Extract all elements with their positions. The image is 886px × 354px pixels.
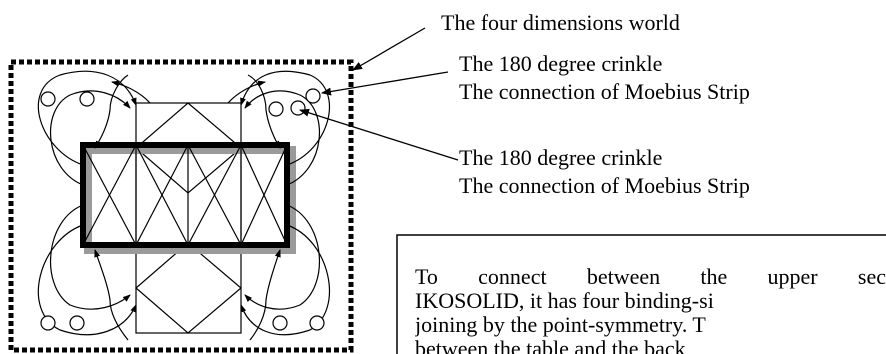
crinkle-circle <box>272 315 288 331</box>
label-pointers <box>299 27 459 161</box>
crinkle-circles <box>40 88 325 331</box>
pointer-crinkle-top <box>321 71 449 96</box>
loops-top-left <box>37 70 151 186</box>
loops-bottom-left <box>37 204 137 341</box>
crinkle-circle <box>268 101 284 117</box>
crinkle-circle <box>40 315 56 331</box>
crinkle-circle <box>305 88 321 104</box>
note-box <box>396 234 886 354</box>
crinkle-circle <box>79 91 95 107</box>
note-text: To connect between the upper sec IKOSOLI… <box>415 265 886 354</box>
note-line: To connect between the upper sec <box>415 265 886 289</box>
horizontal-band <box>80 142 290 248</box>
note-line: joining by the point-symmetry. T <box>415 312 706 337</box>
label-crinkle-bottom: The 180 degree crinkle <box>459 145 662 170</box>
crinkle-circle <box>290 100 306 116</box>
four-dimensions-boundary <box>8 59 354 353</box>
band-divisions <box>82 144 288 246</box>
label-moebius-top: The connection of Moebius Strip <box>459 79 750 104</box>
crinkle-circle <box>309 315 325 331</box>
crinkle-circle <box>69 315 85 331</box>
note-line: IKOSOLID, it has four binding-si <box>415 288 714 313</box>
pointer-four-dimensions <box>352 27 426 71</box>
label-four-dimensions: The four dimensions world <box>441 10 680 35</box>
label-crinkle-top: The 180 degree crinkle <box>459 51 662 76</box>
label-moebius-bottom: The connection of Moebius Strip <box>459 173 750 198</box>
note-line: between the table and the back <box>415 336 686 354</box>
loops-top-right <box>227 70 331 186</box>
pointer-crinkle-bottom <box>299 108 459 161</box>
crinkle-circle <box>40 91 56 107</box>
